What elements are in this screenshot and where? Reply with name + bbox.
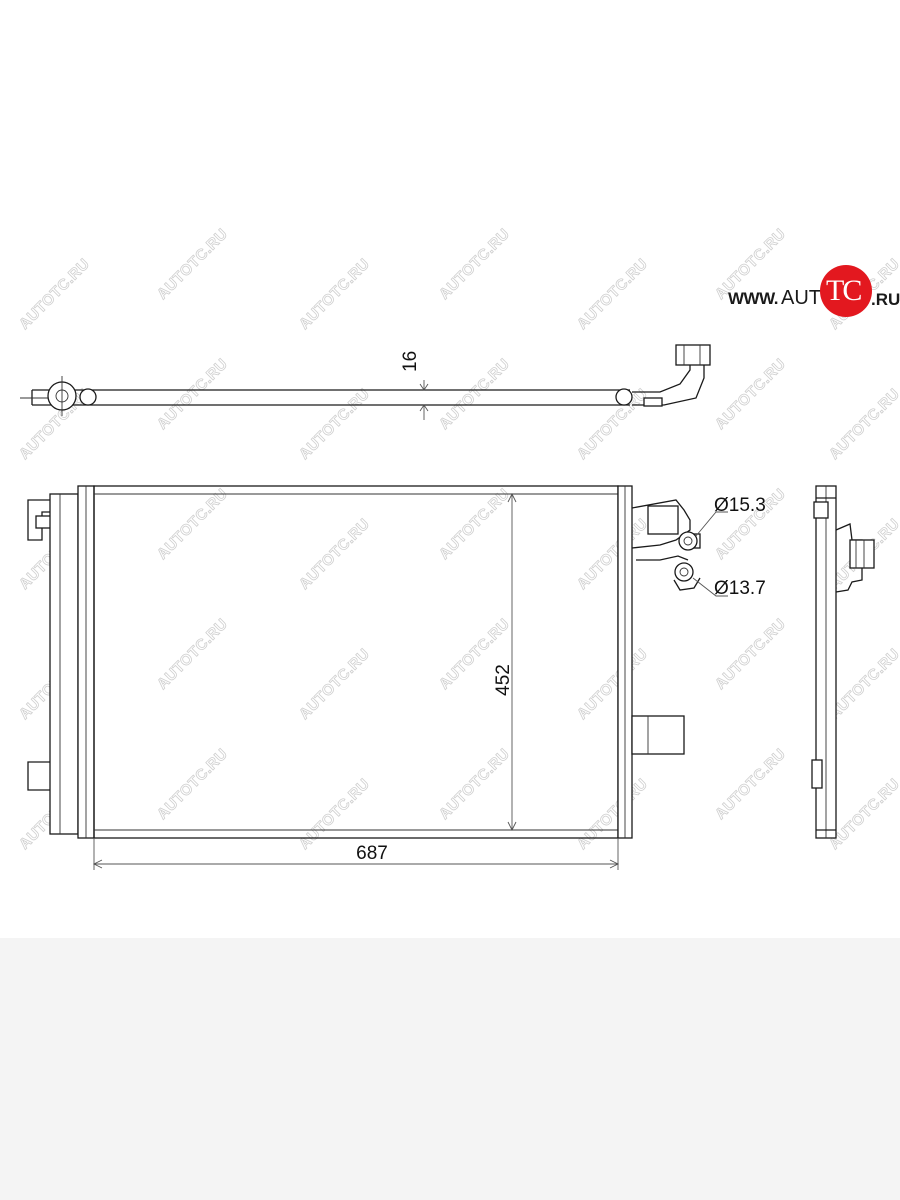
thickness-label: 16 — [400, 351, 421, 372]
logo-red-circle — [820, 265, 872, 317]
watermark-text: AUTOTC.RU — [574, 515, 651, 592]
outlet-diameter-label: Ø15.3 — [714, 495, 766, 516]
watermark-text: AUTOTC.RU — [436, 485, 513, 562]
width-label: 687 — [356, 843, 388, 864]
watermark-text: AUTOTC.RU — [154, 355, 231, 432]
thickness-dimension: 16 — [400, 351, 429, 420]
autotc-logo[interactable]: WWW. AUTO TC .RU — [724, 265, 900, 321]
watermark-text: AUTOTC.RU — [574, 645, 651, 722]
watermark-text: AUTOTC.RU — [712, 615, 789, 692]
diameter-leaders: Ø15.3 Ø13.7 — [692, 495, 766, 599]
condenser-technical-drawing: AUTOTC.RU AUTOTC.RU AUTOTC.RU AUTOTC.RU AUTO… — [15, 225, 900, 870]
watermark-text: AUTOTC.RU — [296, 645, 373, 722]
logo-tc-text: TC — [826, 274, 862, 307]
watermark-text: AUTOTC.RU — [436, 745, 513, 822]
watermark-text: AUTOTC.RU — [296, 515, 373, 592]
watermark-text: AUTOTC.RU — [154, 485, 231, 562]
watermark-text: AUTOTC.RU — [574, 255, 651, 332]
front-view — [27, 485, 701, 839]
height-dimension: 452 — [493, 492, 517, 832]
watermark-text: AUTOTC.RU — [296, 775, 373, 852]
watermark-text: AUTOTC.RU — [712, 745, 789, 822]
watermark-text: AUTOTC.RU — [16, 255, 93, 332]
side-view — [811, 485, 875, 839]
top-view — [20, 344, 711, 416]
watermark-text: AUTOTC.RU — [712, 355, 789, 432]
watermark-text: AUTOTC.RU — [296, 255, 373, 332]
watermark-text: AUTOTC.RU — [154, 745, 231, 822]
watermark-text: AUTOTC.RU — [826, 645, 900, 722]
watermark-text: AUTOTC.RU — [296, 385, 373, 462]
watermark-text: AUTOTC.RU — [826, 385, 900, 462]
watermark-text: AUTOTC.RU — [436, 225, 513, 302]
watermark-text: AUTOTC.RU — [436, 355, 513, 432]
watermark-text: AUTOTC.RU — [154, 615, 231, 692]
height-label: 452 — [493, 664, 514, 696]
watermark-text: AUTOTC.RU — [574, 775, 651, 852]
watermark-text: AUTOTC.RU — [574, 385, 651, 462]
width-dimension: 687 — [92, 838, 620, 870]
inlet-diameter-label: Ø13.7 — [714, 578, 766, 599]
watermark-text: AUTOTC.RU — [154, 225, 231, 302]
logo-www-text: WWW. — [728, 289, 778, 308]
drawing-canvas: AUTOTC.RU AUTOTC.RU AUTOTC.RU AUTOTC.RU AUTO… — [0, 0, 900, 938]
logo-ru-text: .RU — [871, 290, 900, 309]
watermark-text: AUTOTC.RU — [826, 775, 900, 852]
